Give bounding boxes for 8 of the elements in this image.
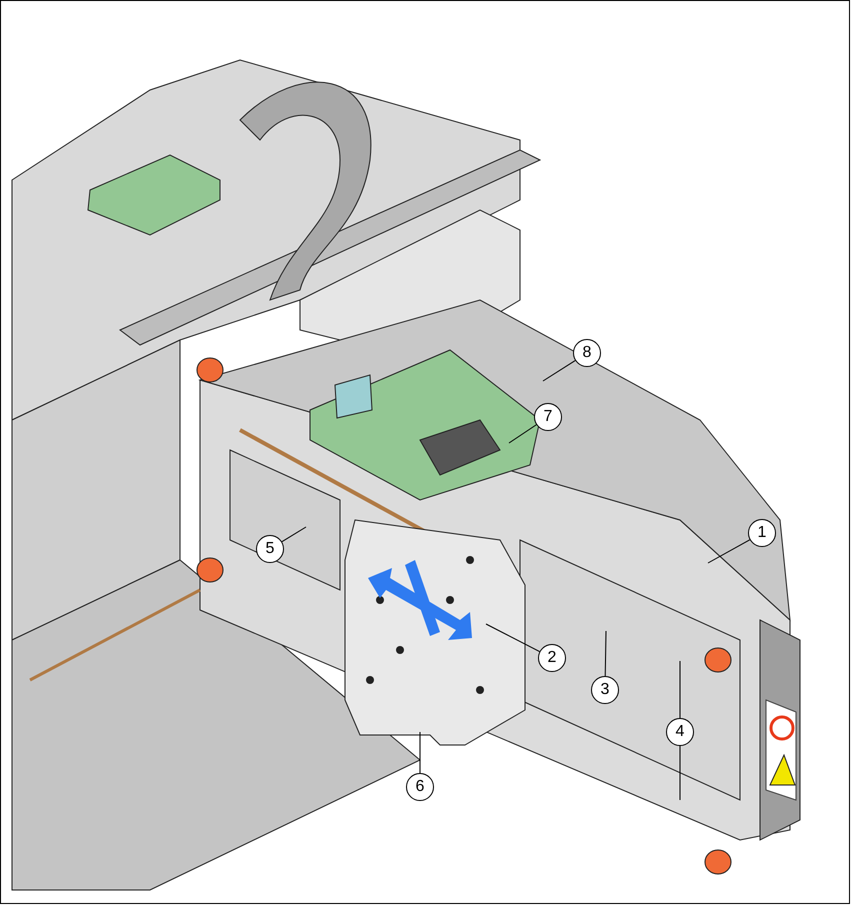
callout-number: 8 xyxy=(573,339,601,367)
leader-line xyxy=(508,424,537,444)
leader-line xyxy=(486,624,540,652)
leader-line xyxy=(604,630,606,676)
leader-line xyxy=(542,360,576,382)
leader-line xyxy=(708,539,750,564)
leader-line xyxy=(281,526,306,542)
callout-number: 6 xyxy=(406,773,434,801)
